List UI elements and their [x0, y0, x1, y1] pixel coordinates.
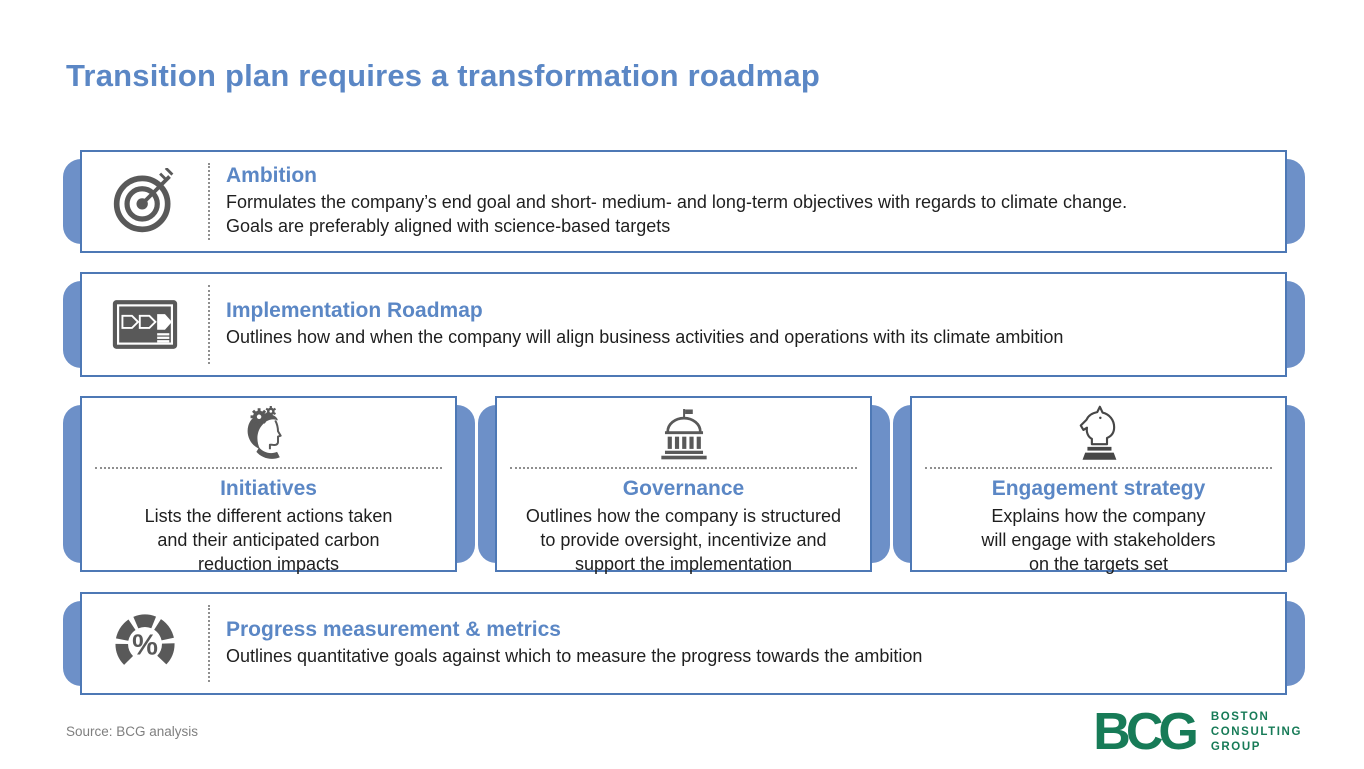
- dotted-separator: [208, 163, 210, 240]
- card-title: Implementation Roadmap: [226, 299, 483, 323]
- card-governance: Governance Outlines how the company is s…: [478, 396, 890, 574]
- source-note: Source: BCG analysis: [66, 724, 199, 739]
- icon-cell: [1074, 404, 1124, 462]
- bcg-monogram: BCG: [1093, 703, 1199, 761]
- dotted-separator: [208, 285, 210, 364]
- card-implementation-roadmap: Implementation Roadmap Outlines how and …: [63, 272, 1305, 377]
- card-face: % Progress measurement & metrics Outline…: [80, 592, 1287, 695]
- bcg-logo-text: BOSTON CONSULTING GROUP: [1211, 710, 1302, 755]
- chess-knight-icon: [1079, 405, 1116, 460]
- roadmap-icon: [112, 300, 178, 349]
- card-title: Governance: [622, 477, 745, 500]
- head-gears-icon: [247, 406, 282, 459]
- gauge-percent-icon: %: [115, 613, 175, 674]
- card-face: Implementation Roadmap Outlines how and …: [80, 272, 1287, 377]
- gear-large: [250, 408, 268, 426]
- card-body: Outlines how and when the company will a…: [226, 327, 1064, 348]
- card-title: Progress measurement & metrics: [226, 618, 561, 642]
- icon-cell: [240, 404, 298, 462]
- icon-cell: [82, 299, 208, 350]
- card-text: Progress measurement & metrics Outlines …: [210, 618, 936, 669]
- dotted-separator: [208, 605, 210, 682]
- bcg-logo: BCG BOSTON CONSULTING GROUP: [1093, 706, 1302, 758]
- government-building-icon: [660, 408, 707, 459]
- card-body: Formulates the company’s end goal and sh…: [226, 192, 1128, 236]
- dotted-separator: [510, 467, 857, 469]
- bcg-logo-line: GROUP: [1210, 740, 1261, 753]
- card-engagement-strategy: Engagement strategy Explains how the com…: [893, 396, 1305, 574]
- card-face: Governance Outlines how the company is s…: [495, 396, 872, 574]
- card-face: Engagement strategy Explains how the com…: [910, 396, 1287, 574]
- card-face: Ambition Formulates the company’s end go…: [80, 150, 1287, 253]
- dotted-separator: [95, 467, 442, 469]
- dotted-separator: [925, 467, 1272, 469]
- card-body: Outlines quantitative goals against whic…: [226, 646, 923, 667]
- card-body: Lists the different actions taken and th…: [144, 506, 393, 574]
- bcg-logo-line: CONSULTING: [1210, 725, 1302, 738]
- card-title: Ambition: [226, 164, 317, 188]
- icon-cell: [82, 167, 208, 236]
- bcg-logo-line: BOSTON: [1210, 710, 1270, 723]
- card-progress-measurement: % Progress measurement & metrics Outline…: [63, 592, 1305, 695]
- card-ambition: Ambition Formulates the company’s end go…: [63, 150, 1305, 253]
- card-text: Implementation Roadmap Outlines how and …: [210, 299, 1077, 350]
- page-title: Transition plan requires a transformatio…: [66, 58, 820, 93]
- card-title: Initiatives: [220, 477, 317, 500]
- icon-cell: [655, 404, 713, 462]
- card-body: Explains how the company will engage wit…: [981, 506, 1216, 574]
- target-icon: [113, 167, 174, 232]
- card-initiatives: Initiatives Lists the different actions …: [63, 396, 475, 574]
- percent-symbol: %: [132, 629, 158, 661]
- card-title: Engagement strategy: [991, 477, 1206, 500]
- card-face: Initiatives Lists the different actions …: [80, 396, 457, 574]
- card-body: Outlines how the company is structured t…: [525, 506, 842, 574]
- gear-small: [265, 406, 276, 417]
- icon-cell: %: [82, 613, 208, 675]
- card-text: Ambition Formulates the company’s end go…: [210, 164, 1141, 239]
